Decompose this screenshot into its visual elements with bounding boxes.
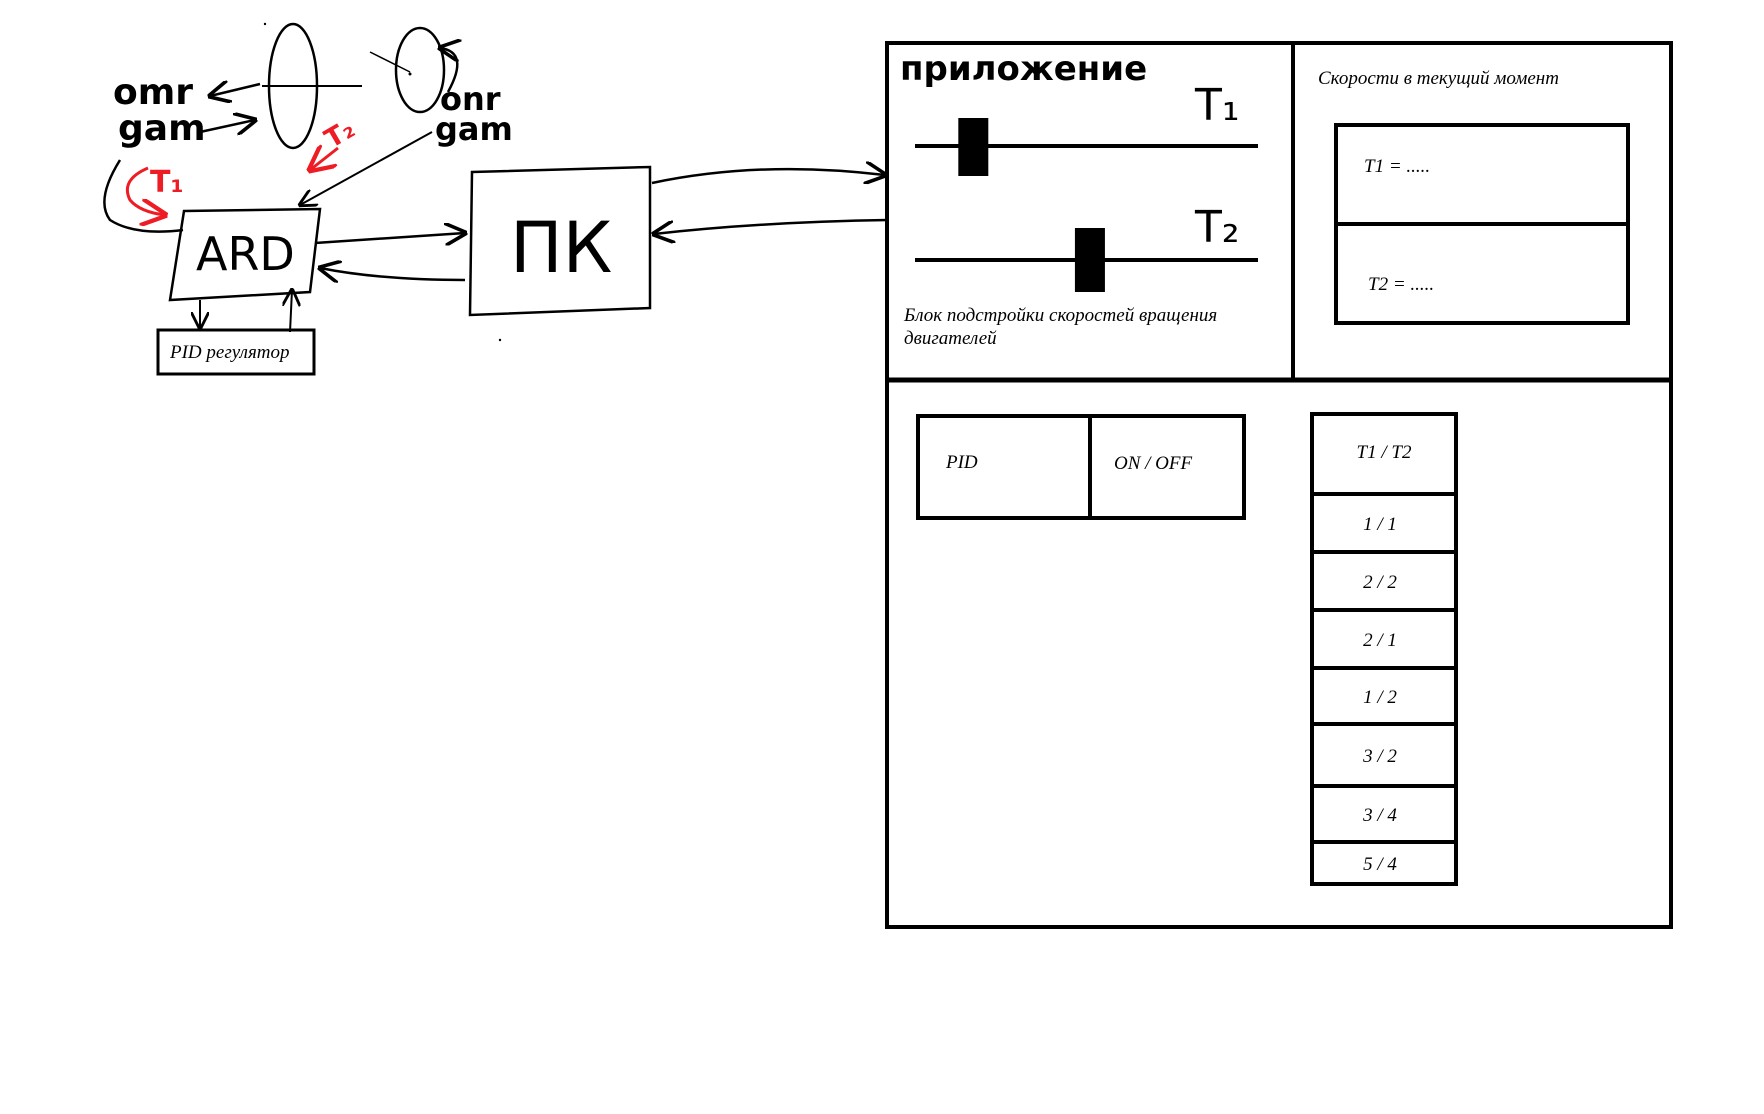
pid-regulator-box [156, 328, 316, 376]
ratio-item-label: 5 / 4 [1363, 854, 1397, 875]
ratio-item-label: 1 / 1 [1363, 514, 1397, 535]
tuning-caption-line2: двигателей [904, 328, 997, 349]
t1-feedback-arrow [125, 166, 165, 215]
slider1-label: T₁ [1194, 80, 1240, 131]
app-to-pc-arrow [654, 218, 889, 234]
pc-box [468, 165, 652, 317]
t2-red-label: T₂ [320, 114, 360, 155]
ratio-item-label: 3 / 4 [1362, 805, 1397, 826]
app-title: приложение [900, 49, 1147, 89]
ratio-table-frame [1310, 412, 1458, 886]
pc-to-app-arrow [651, 169, 885, 183]
ratio-list: T1 / T2 1 / 1 2 / 2 2 / 1 1 / 2 3 / 2 3 / 4 5 /… [1310, 412, 1458, 886]
pid-regulator-label: PID регулятор [169, 342, 290, 363]
t1-red-label: T₁ [150, 165, 184, 200]
pc-label: ПК [510, 207, 612, 289]
onoff-label: ON / OFF [1114, 453, 1193, 474]
pid-to-ard-arrow [290, 290, 292, 333]
slider2-thumb[interactable] [1074, 228, 1105, 292]
tuning-caption-line1: Блок подстройки скоростей вращения [903, 305, 1217, 326]
app-mockup: приложение T₁ T₂ Блок подстройки скорост… [885, 41, 1673, 929]
pc-to-ard-arrow [320, 268, 466, 280]
ratio-item-label: 2 / 1 [1363, 630, 1397, 651]
ard-to-pc-arrow [314, 233, 465, 243]
motor-right-disc [394, 26, 446, 114]
arrow-disc-to-sensor [210, 84, 261, 96]
arrow-sensor-to-disc [199, 120, 255, 132]
sensor-left-label2: gam [118, 108, 206, 149]
sensor-left-label: omr [113, 72, 193, 113]
ard-label: ARD [196, 227, 295, 281]
left-loop-line [103, 159, 184, 233]
t1-readout: T1 = ..... [1364, 156, 1430, 177]
t2-readout: T2 = ..... [1368, 274, 1434, 295]
pid-toggle-group [916, 414, 1246, 520]
sketch-group: omr gam onr gam T₁ T₂ ARD PID регулятор [103, 22, 889, 376]
slider1-thumb[interactable] [958, 118, 989, 176]
ratio-header: T1 / T2 [1357, 442, 1412, 463]
ard-box [168, 207, 322, 302]
ratio-item-label: 2 / 2 [1363, 572, 1397, 593]
slider2-label: T₂ [1194, 202, 1240, 253]
ratio-item-label: 1 / 2 [1363, 687, 1397, 708]
app-window [885, 41, 1673, 929]
ratio-item-label: 3 / 2 [1362, 746, 1397, 767]
speeds-title: Скорости в текущий момент [1318, 68, 1559, 89]
right-sensor-to-ard-arrow [300, 131, 433, 205]
sensor-right-label2: gam [435, 110, 513, 148]
arrow-right-sensor [440, 48, 457, 93]
pid-label: PID [945, 452, 978, 473]
t2-red-arrow [310, 148, 339, 170]
